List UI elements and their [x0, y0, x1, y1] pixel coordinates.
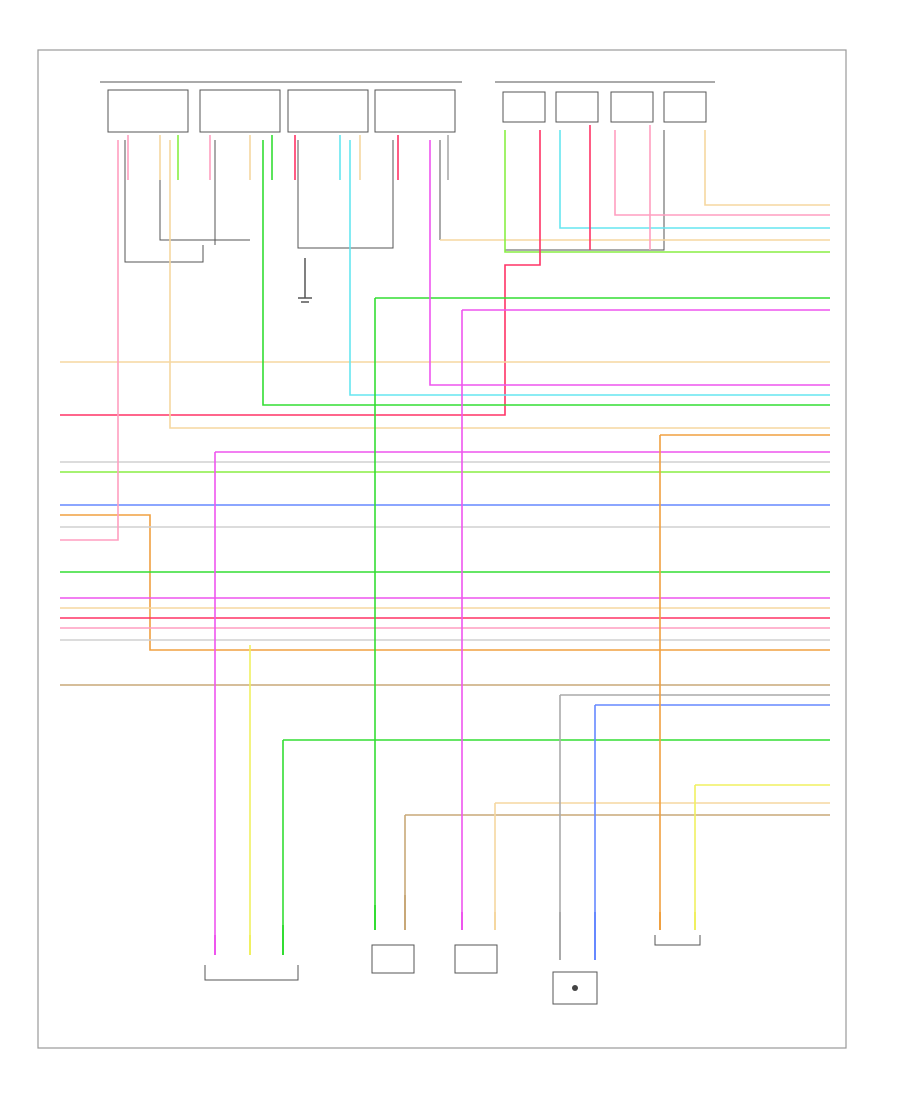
relay-block-4 — [663, 91, 707, 123]
wire-green-right — [262, 140, 830, 406]
bottom-pin-stubs — [214, 895, 696, 960]
diagram-frame — [37, 49, 847, 1049]
bottom-components — [204, 935, 701, 1005]
wires — [60, 130, 830, 935]
wire-violet-right — [429, 140, 830, 386]
sensor-b — [454, 944, 498, 974]
right-module — [654, 935, 701, 946]
connector-block-2 — [199, 89, 281, 133]
ground-symbol — [298, 258, 312, 303]
top-left-module — [100, 81, 462, 133]
sensor-c-symbol — [572, 985, 578, 991]
sensor-c — [552, 971, 598, 1005]
sensor-a — [371, 944, 415, 974]
wire-lightgreen-top — [504, 130, 830, 253]
connector-block-4 — [374, 89, 456, 133]
relay-block-3 — [610, 91, 654, 123]
wire-pink-left — [60, 140, 119, 541]
wire-tan-mid — [169, 140, 830, 429]
connector-block-3 — [287, 89, 369, 133]
left-module — [204, 965, 299, 981]
connector-stubs — [127, 125, 651, 250]
wire-pink-top — [614, 130, 830, 216]
connector-block-1 — [107, 89, 189, 133]
wire-lightblue-right — [349, 140, 830, 396]
relay-block-2 — [555, 91, 599, 123]
wire-red-relay — [60, 130, 541, 416]
wire-orange-1 — [60, 514, 830, 651]
wire-tan-top — [704, 130, 830, 206]
relay-block-1 — [502, 91, 546, 123]
module-splices — [124, 130, 665, 263]
top-right-module — [495, 81, 715, 123]
wire-lightblue-top — [559, 130, 830, 229]
